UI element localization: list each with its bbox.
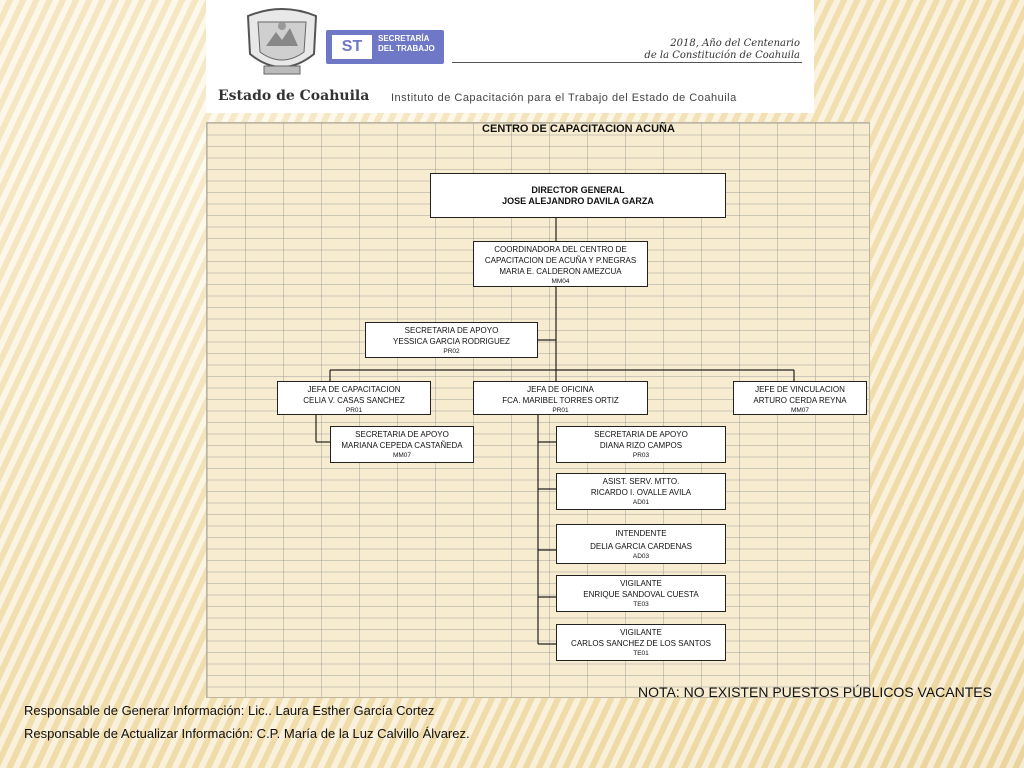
vacancies-note: NOTA: NO EXISTEN PUESTOS PÚBLICOS VACANT… [638,684,992,700]
staff-title: VIGILANTE [620,628,662,637]
staff-code: AD03 [632,553,650,560]
coahuila-seal-icon [246,8,318,75]
header-divider [452,62,802,63]
support-secretary-title: SECRETARIA DE APOYO [404,326,499,335]
director-name: JOSE ALEJANDRO DAVILA GARZA [502,196,654,206]
org-node-coordinator: COORDINADORA DEL CENTRO DE CAPACITACION … [473,241,648,287]
training-secretary-code: MM07 [392,452,412,459]
training-head-title: JEFA DE CAPACITACION [307,385,401,394]
staff-name: RICARDO I. OVALLE AVILA [590,488,692,497]
state-name: Estado de Coahuila [218,88,370,104]
training-secretary-name: MARIANA CEPEDA CASTAÑEDA [341,441,463,450]
org-node-office-staff: VIGILANTE CARLOS SANCHEZ DE LOS SANTOS T… [556,624,726,661]
org-node-director: DIRECTOR GENERAL JOSE ALEJANDRO DAVILA G… [430,173,726,218]
staff-title: VIGILANTE [620,579,662,588]
org-node-office-staff: INTENDENTE DELIA GARCIA CARDENAS AD03 [556,524,726,564]
org-node-support-secretary: SECRETARIA DE APOYO YESSICA GARCIA RODRI… [365,322,538,358]
director-title: DIRECTOR GENERAL [531,185,625,195]
responsible-generate: Responsable de Generar Información: Lic.… [24,703,435,718]
support-secretary-name: YESSICA GARCIA RODRIGUEZ [393,337,510,346]
training-head-name: CELIA V. CASAS SANCHEZ [303,396,405,405]
centennial-line-2: de la Constitución de Coahuila [644,50,800,61]
staff-name: DIANA RIZO CAMPOS [599,441,683,450]
office-head-name: FCA. MARIBEL TORRES ORTIZ [502,396,619,405]
training-secretary-title: SECRETARIA DE APOYO [355,430,449,439]
org-node-training-head: JEFA DE CAPACITACION CELIA V. CASAS SANC… [277,381,431,415]
liaison-head-title: JEFE DE VINCULACION [755,385,845,394]
org-node-liaison-head: JEFE DE VINCULACION ARTURO CERDA REYNA M… [733,381,867,415]
st-logo-mark: ST [332,35,372,59]
office-head-title: JEFA DE OFICINA [527,385,594,394]
centennial-line-1: 2018, Año del Centenario [670,38,800,49]
responsible-update: Responsable de Actualizar Información: C… [24,726,470,741]
staff-code: TE03 [633,601,649,608]
staff-code: TE01 [633,650,649,657]
staff-code: PR03 [632,452,650,459]
support-secretary-code: PR02 [443,348,460,355]
office-head-code: PR01 [552,407,569,414]
st-logo-text: SECRETARÍA DEL TRABAJO [378,34,435,53]
staff-name: CARLOS SANCHEZ DE LOS SANTOS [571,639,711,648]
coordinator-name: MARIA E. CALDERON AMEZCUA [499,267,622,276]
training-head-code: PR01 [345,407,363,414]
staff-title: INTENDENTE [615,529,667,538]
secretaria-trabajo-logo: ST SECRETARÍA DEL TRABAJO [326,30,444,64]
staff-title: ASIST. SERV. MTTO. [602,477,680,486]
org-node-office-staff: SECRETARIA DE APOYO DIANA RIZO CAMPOS PR… [556,426,726,463]
document-header: ST SECRETARÍA DEL TRABAJO 2018, Año del … [206,0,814,113]
liaison-head-name: ARTURO CERDA REYNA [753,396,847,405]
staff-title: SECRETARIA DE APOYO [594,430,688,439]
org-node-office-staff: VIGILANTE ENRIQUE SANDOVAL CUESTA TE03 [556,575,726,612]
institute-name: Instituto de Capacitación para el Trabaj… [391,92,737,104]
staff-code: AD01 [632,499,650,506]
coordinator-title-1: COORDINADORA DEL CENTRO DE [494,245,627,254]
liaison-head-code: MM07 [790,407,810,414]
org-node-office-head: JEFA DE OFICINA FCA. MARIBEL TORRES ORTI… [473,381,648,415]
centennial-caption: 2018, Año del Centenario de la Constituc… [644,38,800,62]
org-node-training-secretary: SECRETARIA DE APOYO MARIANA CEPEDA CASTA… [330,426,474,463]
staff-name: ENRIQUE SANDOVAL CUESTA [583,590,699,599]
coordinator-title-2: CAPACITACION DE ACUÑA Y P.NEGRAS [484,256,637,265]
org-node-office-staff: ASIST. SERV. MTTO. RICARDO I. OVALLE AVI… [556,473,726,510]
coordinator-code: MM04 [551,278,570,285]
org-chart-title: CENTRO DE CAPACITACION ACUÑA [482,123,675,135]
staff-name: DELIA GARCIA CARDENAS [590,542,692,551]
